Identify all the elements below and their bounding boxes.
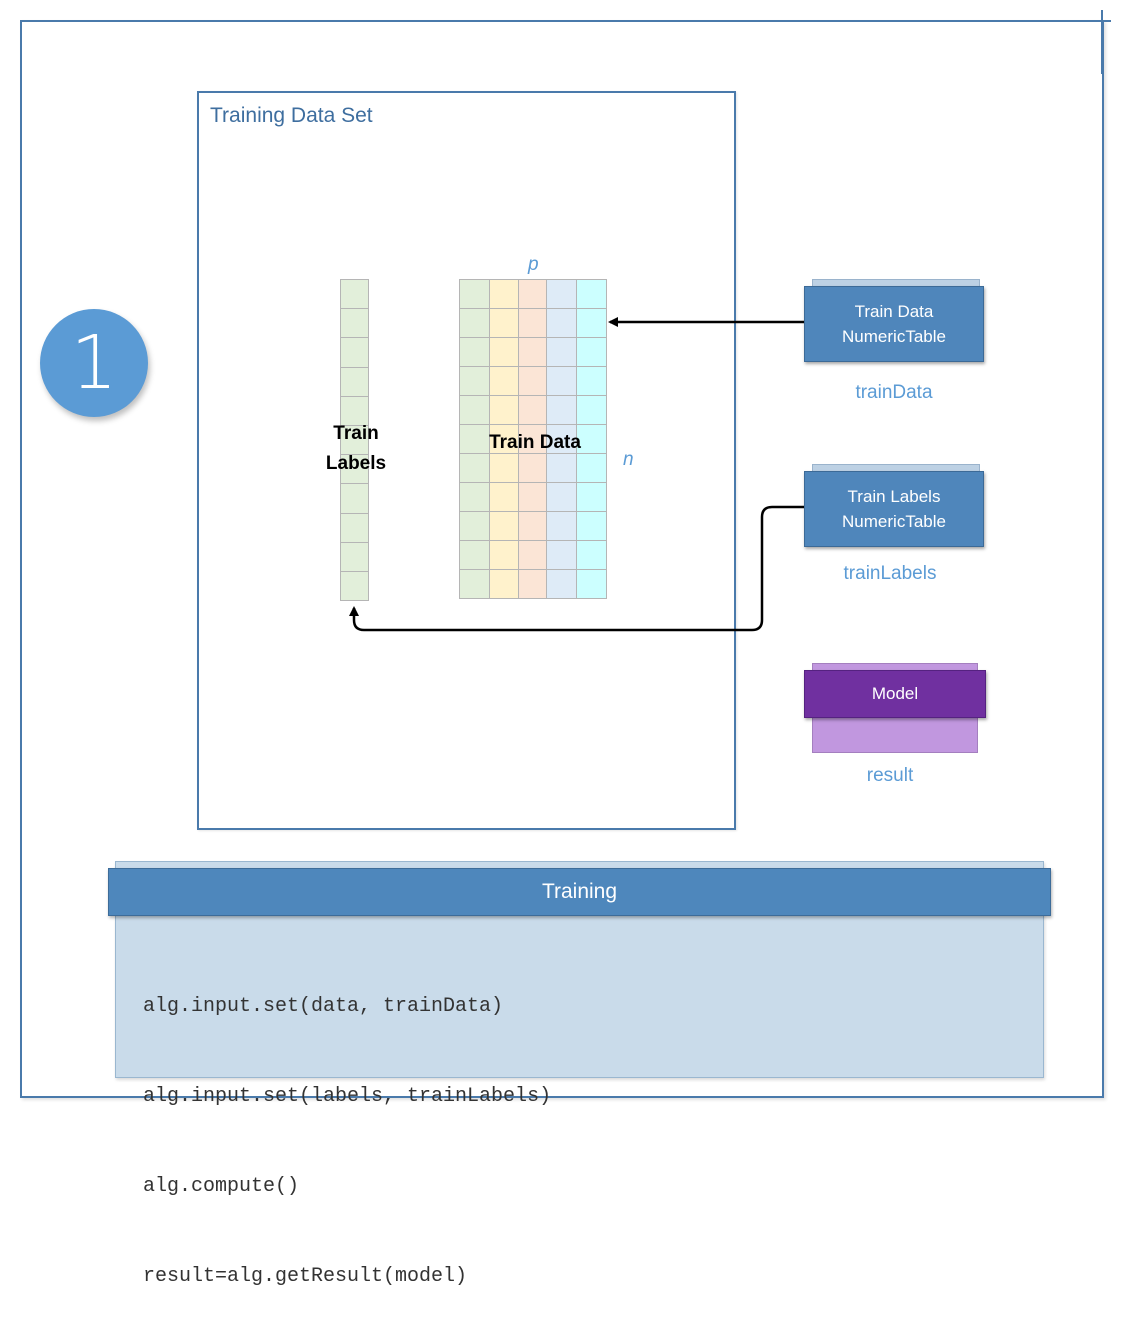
outer-frame <box>20 20 1104 1098</box>
label-cell <box>340 570 369 602</box>
train-labels-numerictable-box: Train Labels NumericTable <box>804 471 984 547</box>
training-header: Training <box>108 868 1051 916</box>
corner-tick <box>1101 10 1103 74</box>
data-cell <box>489 569 519 599</box>
train-data-numerictable-box: Train Data NumericTable <box>804 286 984 362</box>
train-labels-column <box>340 279 369 602</box>
train-labels-label-line2: Labels <box>325 453 387 474</box>
data-cell <box>576 511 607 541</box>
data-cell <box>576 395 607 425</box>
data-cell <box>459 279 490 309</box>
code-line: result=alg.getResult(model) <box>143 1265 468 1288</box>
data-cell <box>576 540 607 570</box>
table-line2: NumericTable <box>842 327 946 346</box>
axis-n-label: n <box>623 449 634 470</box>
train-data-caption: trainData <box>855 382 933 403</box>
label-cell <box>340 395 369 426</box>
training-data-set-title: Training Data Set <box>210 104 373 127</box>
data-cell <box>546 453 577 483</box>
training-data-set-box <box>197 91 736 830</box>
train-labels-label: Train Labels <box>318 419 394 479</box>
data-cell <box>489 366 519 396</box>
code-line: alg.compute() <box>143 1175 300 1198</box>
model-caption: result <box>866 765 914 786</box>
model-box: Model <box>804 670 986 718</box>
step-number-badge: 1 <box>40 309 148 417</box>
connectors <box>349 317 805 632</box>
train-labels-label-line1: Train <box>333 423 379 444</box>
data-cell <box>576 569 607 599</box>
train-data-grid <box>459 279 607 599</box>
table-line1: Train Data <box>854 302 934 321</box>
train-data-label: Train Data <box>489 432 581 453</box>
data-cell <box>489 395 519 425</box>
data-cell <box>489 424 519 454</box>
train-labels-arrow <box>349 505 805 632</box>
table-line2: NumericTable <box>842 512 946 531</box>
label-cell <box>340 279 369 310</box>
train-labels-caption: trainLabels <box>843 563 937 584</box>
training-code: alg.input.set(data, trainData) alg.input… <box>143 932 551 1322</box>
data-cell <box>489 453 519 483</box>
label-cell <box>340 366 369 397</box>
label-cell <box>340 337 369 368</box>
axis-p-label: p <box>528 254 539 275</box>
code-line: alg.input.set(labels, trainLabels) <box>143 1085 552 1108</box>
data-cell <box>576 308 607 338</box>
data-cell <box>546 540 577 570</box>
code-line: alg.input.set(data, trainData) <box>143 995 504 1018</box>
data-cell <box>459 366 490 396</box>
data-cell <box>518 337 547 367</box>
data-cell <box>518 366 547 396</box>
label-cell <box>340 308 369 339</box>
data-cell <box>576 424 607 454</box>
data-cell <box>546 482 577 512</box>
corner-tick <box>1095 20 1111 22</box>
table-line1: Train Labels <box>847 487 941 506</box>
data-cell <box>459 511 490 541</box>
